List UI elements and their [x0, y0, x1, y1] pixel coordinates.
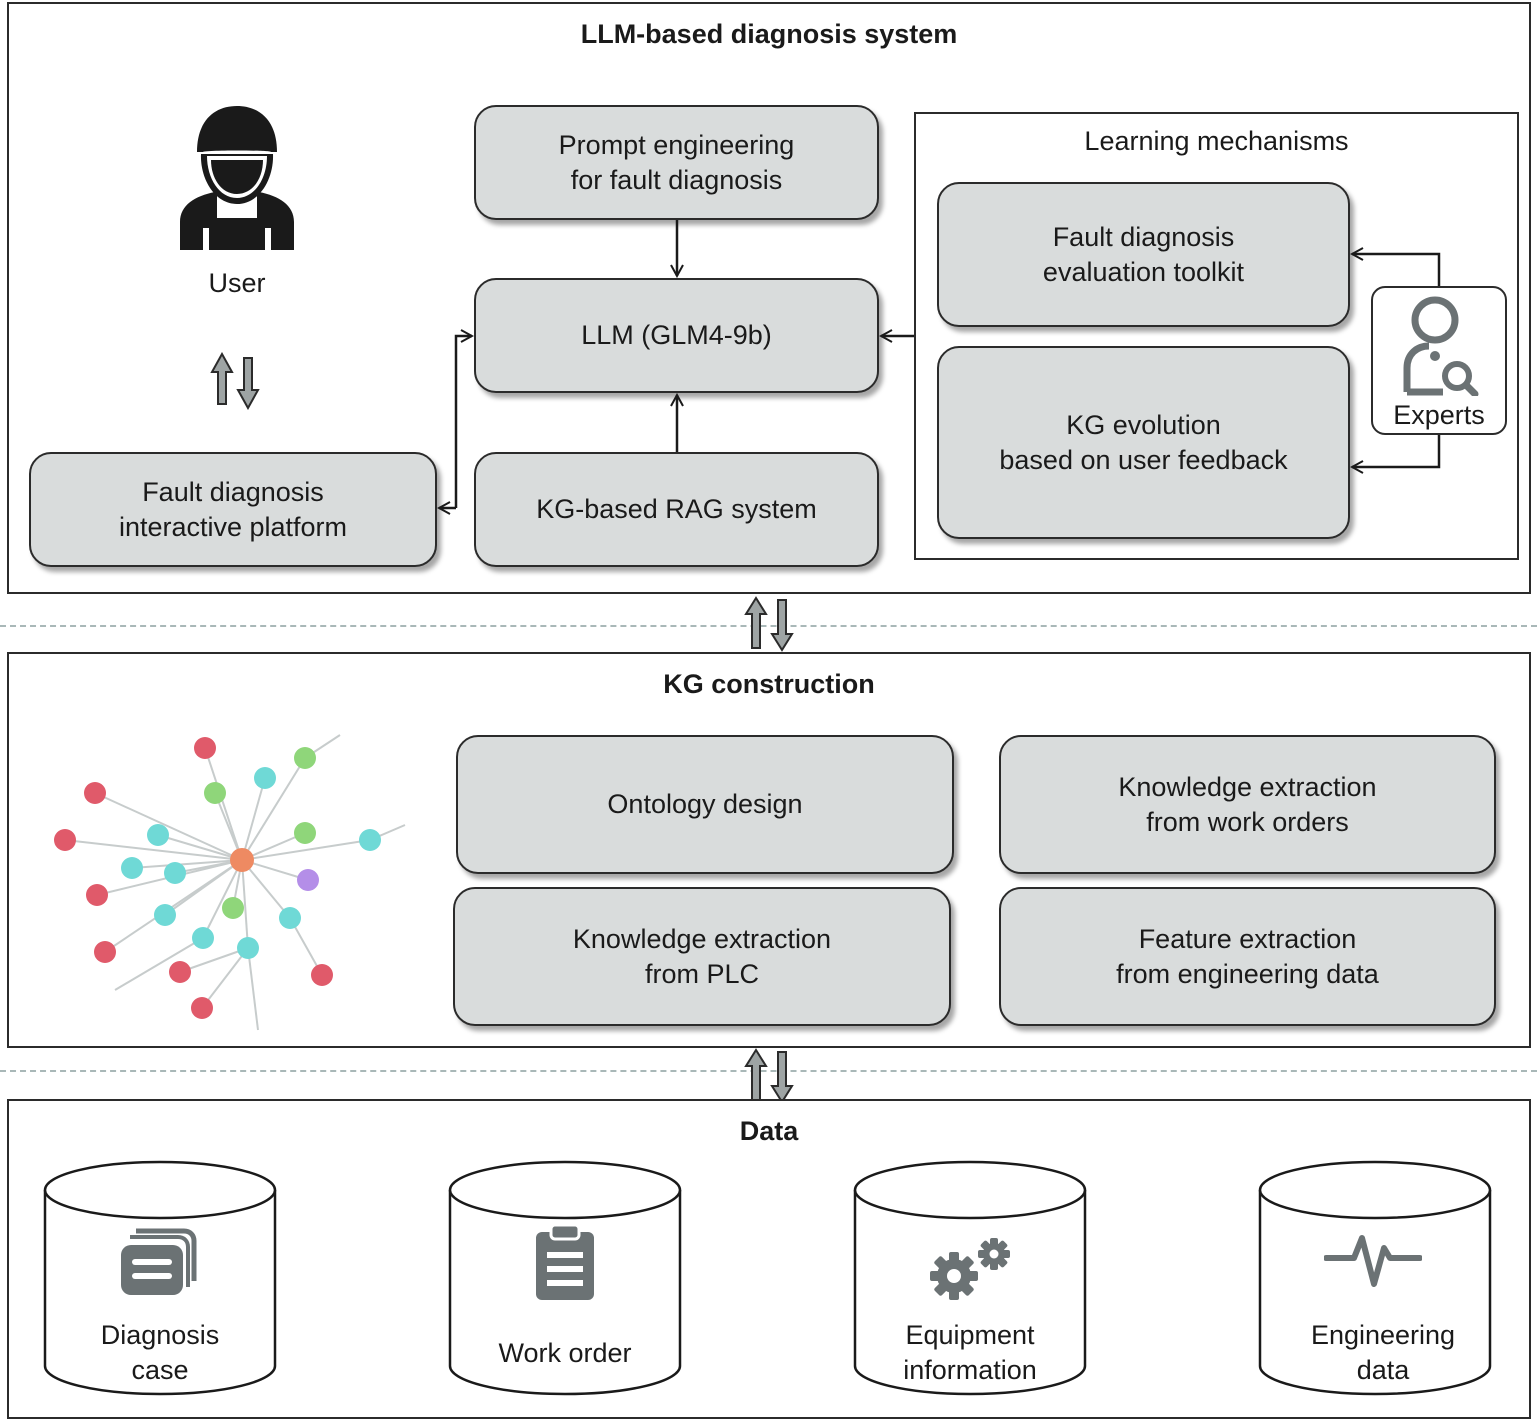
diagnosis-case-label: Diagnosis case	[45, 1318, 275, 1388]
platform-line-2: interactive platform	[118, 511, 348, 542]
evaluation-toolkit-box: Fault diagnosis evaluation toolkit	[937, 182, 1350, 327]
panel-title: KG construction	[663, 669, 875, 699]
diagnosis-case-line-2: case	[131, 1355, 189, 1385]
feature-line-1: Feature extraction	[1138, 923, 1357, 954]
panel-title: LLM-based diagnosis system	[580, 19, 958, 49]
evolution-line-1: KG evolution	[1066, 409, 1221, 440]
feature-extraction-box: Feature extraction from engineering data	[999, 887, 1496, 1026]
work-order-label: Work order	[450, 1336, 680, 1371]
engineering-data-label: Engineering data	[1268, 1318, 1498, 1388]
toolkit-line-1: Fault diagnosis	[1052, 221, 1235, 252]
diagnosis-case-line-1: Diagnosis	[100, 1320, 220, 1350]
plc-extraction-box: Knowledge extraction from PLC	[453, 887, 951, 1026]
top-connectors	[0, 220, 1441, 600]
cylinder-engineering-data	[1258, 1160, 1492, 1396]
feature-line-2: from engineering data	[1116, 958, 1379, 989]
ontology-design-box: Ontology design	[456, 735, 954, 874]
engineering-line-2: data	[1356, 1355, 1410, 1385]
experts-box: Experts	[1371, 286, 1507, 435]
toolkit-line-2: evaluation toolkit	[1042, 256, 1245, 287]
interactive-platform-box: Fault diagnosis interactive platform	[29, 452, 437, 567]
diagnosis-case-icon	[121, 1228, 197, 1295]
rag-system-box: KG-based RAG system	[474, 452, 879, 567]
user-platform-arrows	[210, 352, 260, 410]
platform-line-1: Fault diagnosis	[142, 476, 324, 507]
equipment-line-1: Equipment	[905, 1320, 1035, 1350]
work-orders-extraction-box: Knowledge extraction from work orders	[999, 735, 1496, 874]
user-label: User	[208, 268, 266, 298]
separator-top	[0, 625, 1537, 627]
clipboard-icon	[536, 1223, 594, 1300]
work-order-line-1: Work order	[498, 1338, 632, 1368]
plc-line-2: from PLC	[644, 958, 760, 989]
engineering-line-1: Engineering	[1310, 1320, 1456, 1350]
prompt-line-1: Prompt engineering	[558, 129, 795, 160]
equipment-line-2: information	[903, 1355, 1037, 1385]
experts-label: Experts	[1393, 400, 1485, 430]
ontology-line-1: Ontology design	[607, 789, 803, 819]
experts-to-toolkit-arrow	[1352, 254, 1441, 286]
equipment-information-label: Equipment information	[855, 1318, 1085, 1388]
evolution-line-2: based on user feedback	[999, 444, 1288, 475]
platform-llm-link	[454, 336, 472, 508]
prompt-engineering-box: Prompt engineering for fault diagnosis	[474, 105, 879, 220]
pulse-icon	[1324, 1235, 1422, 1287]
knowledge-graph-visual	[54, 734, 406, 1031]
layer-arrows-bottom	[744, 1048, 794, 1104]
learning-title: Learning mechanisms	[1084, 126, 1349, 156]
user-icon	[180, 106, 294, 250]
gears-icon	[930, 1238, 1010, 1300]
expert-icon	[1403, 296, 1479, 396]
prompt-line-2: for fault diagnosis	[570, 164, 783, 195]
panel-title: Data	[739, 1116, 799, 1146]
rag-label: KG-based RAG system	[536, 494, 817, 524]
plc-line-1: Knowledge extraction	[572, 923, 832, 954]
kg-evolution-box: KG evolution based on user feedback	[937, 346, 1350, 539]
llm-box: LLM (GLM4-9b)	[474, 278, 879, 393]
llm-label: LLM (GLM4-9b)	[581, 320, 772, 350]
layer-arrows-top	[744, 596, 794, 652]
workorders-line-1: Knowledge extraction	[1118, 771, 1377, 802]
separator-bottom	[0, 1070, 1537, 1072]
experts-to-evolution-arrow	[1352, 435, 1441, 467]
workorders-line-2: from work orders	[1146, 806, 1349, 837]
